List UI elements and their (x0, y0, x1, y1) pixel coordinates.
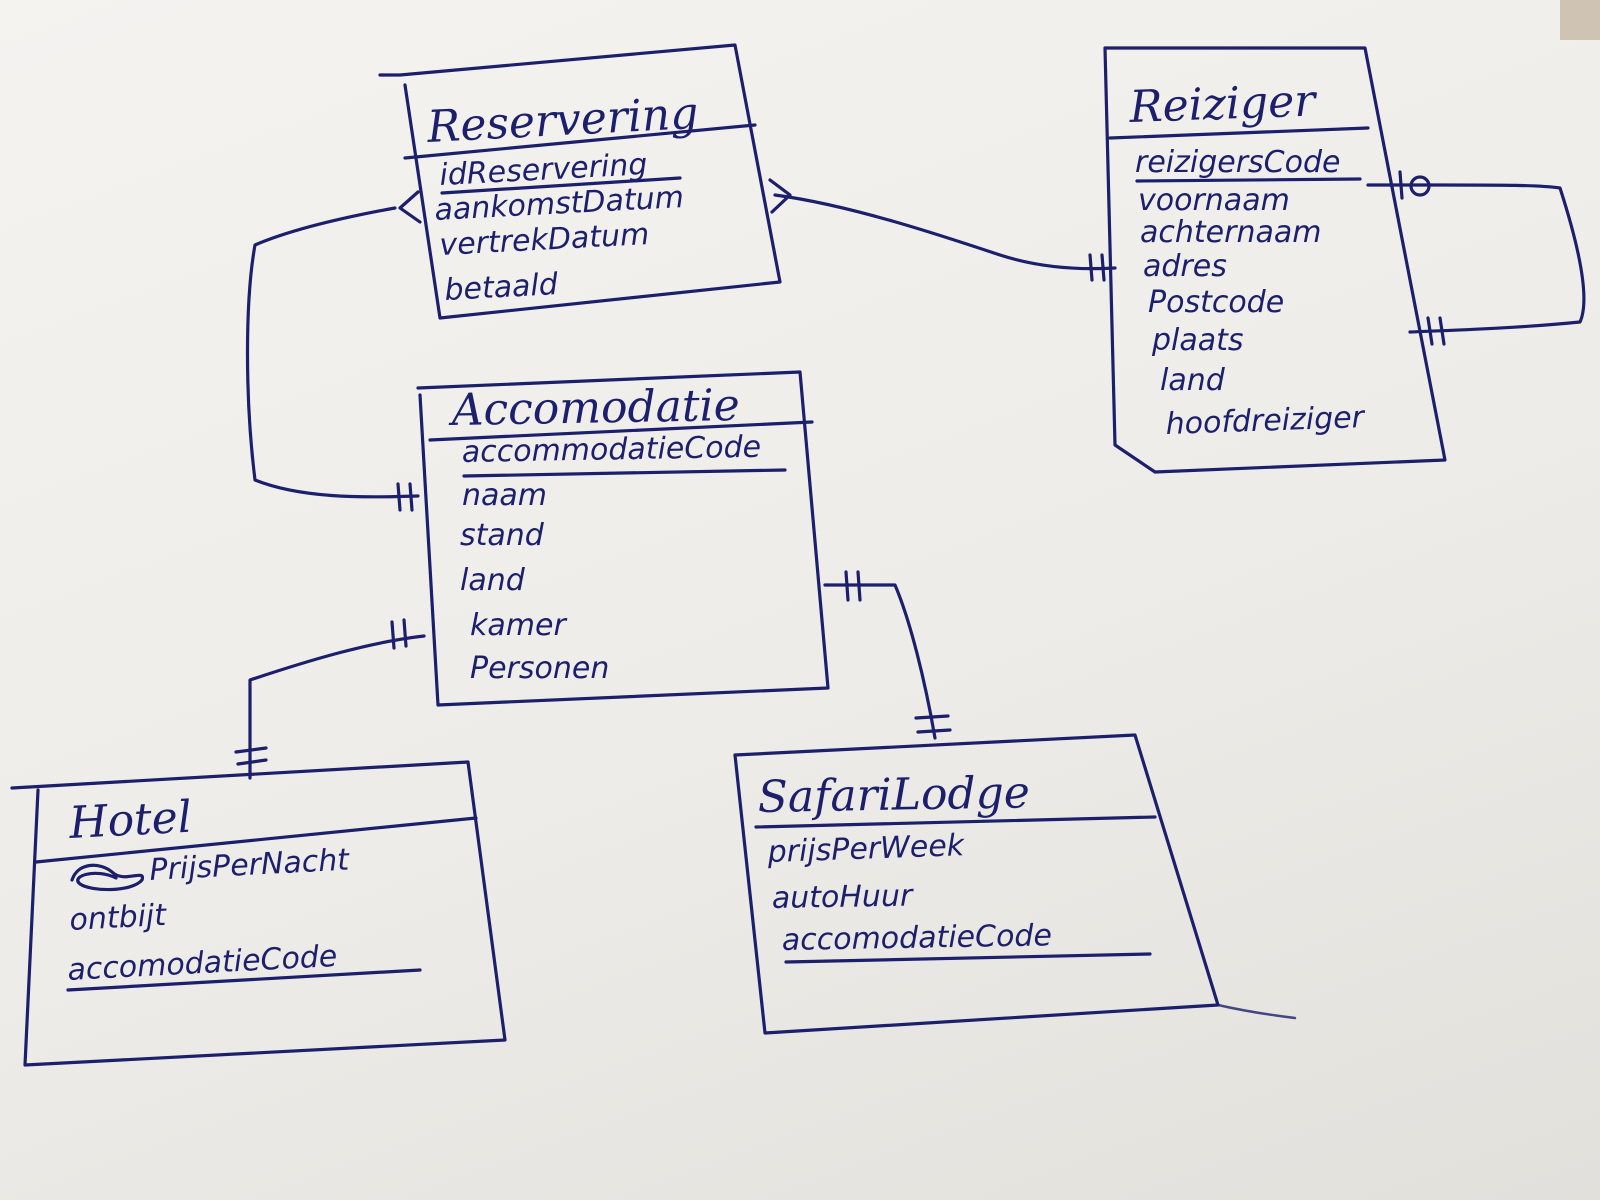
entity-accomodatie-divider (428, 420, 814, 442)
entity-reservering-divider (403, 123, 757, 160)
entity-reiziger-divider (1108, 126, 1370, 140)
bar-one-icon (856, 570, 862, 602)
entity-accomodatie-attr-3: land (460, 563, 526, 598)
entity-accomodatie-attr-5: Personen (470, 651, 609, 686)
entity-safarilodge-attr-1: autoHuur (772, 879, 915, 916)
entity-hotel-key-underline (66, 968, 422, 992)
bar-one-icon (402, 618, 408, 648)
entity-accomodatie-title: Accomodatie (447, 380, 740, 436)
entity-hotel-box (10, 760, 507, 1067)
relationship-reservering-reiziger-line (773, 193, 1117, 271)
entity-reiziger-key-underline (1135, 177, 1362, 183)
relationship-accomodatie-safarilodge[interactable] (823, 570, 952, 740)
entity-safarilodge-attr-2: accomodatieCode (782, 918, 1053, 958)
entity-hotel[interactable]: Hotel PrijsPerNacht ontbijt accomodatieC… (10, 760, 507, 1067)
entity-reiziger[interactable]: Reiziger reizigersCode voornaam achterna… (1103, 46, 1447, 474)
entity-reservering-title: Reservering (425, 88, 700, 153)
entity-reiziger-attr-2: achternaam (1140, 215, 1321, 250)
entity-accomodatie-attr-2: stand (460, 518, 545, 553)
scribble-mark (70, 863, 144, 892)
bar-one-icon (390, 620, 396, 650)
entity-hotel-attr-0: PrijsPerNacht (149, 843, 351, 888)
bar-one-icon (396, 482, 402, 512)
entity-safarilodge-attr-0: prijsPerWeek (766, 828, 966, 870)
entity-reservering-box (378, 43, 782, 320)
entity-accomodatie-box (416, 370, 830, 707)
table-edge (1560, 0, 1600, 40)
bar-one-icon (1088, 253, 1094, 282)
entity-reiziger-attr-0: reizigersCode (1135, 145, 1340, 180)
entity-hotel-divider (34, 816, 478, 864)
entity-accomodatie-attr-4: kamer (470, 608, 567, 643)
entity-reiziger-title: Reiziger (1128, 75, 1319, 133)
entity-hotel-attr-2: accomodatieCode (67, 939, 339, 988)
entity-reiziger-attr-6: land (1160, 363, 1226, 398)
relationship-reservering-reiziger[interactable] (768, 178, 1117, 282)
relationship-accomodatie-hotel-line (248, 634, 426, 780)
bar-one-icon (408, 482, 414, 512)
bar-one-icon (916, 728, 952, 734)
bar-one-icon (1100, 253, 1106, 282)
entity-safarilodge-divider (754, 815, 1157, 829)
relationship-reservering-accomodatie[interactable] (245, 190, 422, 512)
crowfoot-many-icon (768, 178, 792, 214)
entity-hotel-title: Hotel (67, 792, 193, 849)
pen-stroke (1216, 1003, 1297, 1020)
entity-reiziger-attr-5: plaats (1151, 323, 1244, 358)
entity-safarilodge[interactable]: SafariLodge prijsPerWeek autoHuur accomo… (733, 733, 1220, 1035)
entity-reiziger-attr-3: adres (1143, 249, 1227, 284)
relationship-accomodatie-safarilodge-line (823, 583, 937, 740)
bar-one-icon (844, 570, 850, 602)
bar-one-icon (1438, 316, 1446, 346)
entity-reiziger-box (1103, 46, 1447, 474)
entity-accomodatie-key-underline (462, 468, 787, 478)
relationship-reiziger-hoofdreiziger[interactable] (1366, 170, 1586, 346)
bar-one-icon (234, 746, 268, 754)
entity-accomodatie-attr-1: naam (462, 478, 547, 513)
crowfoot-many-icon (398, 190, 422, 224)
relationship-reiziger-self-line (1366, 183, 1586, 334)
entity-accomodatie-attr-0: accommodatieCode (462, 430, 762, 470)
entity-safarilodge-title: SafariLodge (757, 767, 1030, 823)
relationship-reservering-accomodatie-line (245, 206, 420, 499)
entity-safarilodge-key-underline (784, 952, 1152, 964)
entity-reiziger-attr-7: hoofdreiziger (1165, 400, 1366, 442)
relationship-accomodatie-hotel[interactable] (234, 618, 426, 780)
entity-reiziger-attr-4: Postcode (1148, 285, 1284, 320)
bar-one-icon (1426, 316, 1434, 346)
entity-accomodatie[interactable]: Accomodatie accommodatieCode naam stand … (416, 370, 830, 707)
entity-reservering-key-underline (440, 176, 682, 195)
entity-reiziger-attr-1: voornaam (1138, 183, 1290, 218)
circle-zero-icon (1409, 175, 1431, 197)
bar-one-icon (914, 714, 950, 720)
entity-reservering[interactable]: Reservering idReservering aankomstDatum … (378, 43, 782, 320)
bar-one-icon (236, 758, 268, 766)
entity-reservering-attr-3: betaald (444, 267, 560, 308)
entity-hotel-attr-1: ontbijt (69, 898, 169, 938)
bar-one-icon (1398, 170, 1404, 200)
